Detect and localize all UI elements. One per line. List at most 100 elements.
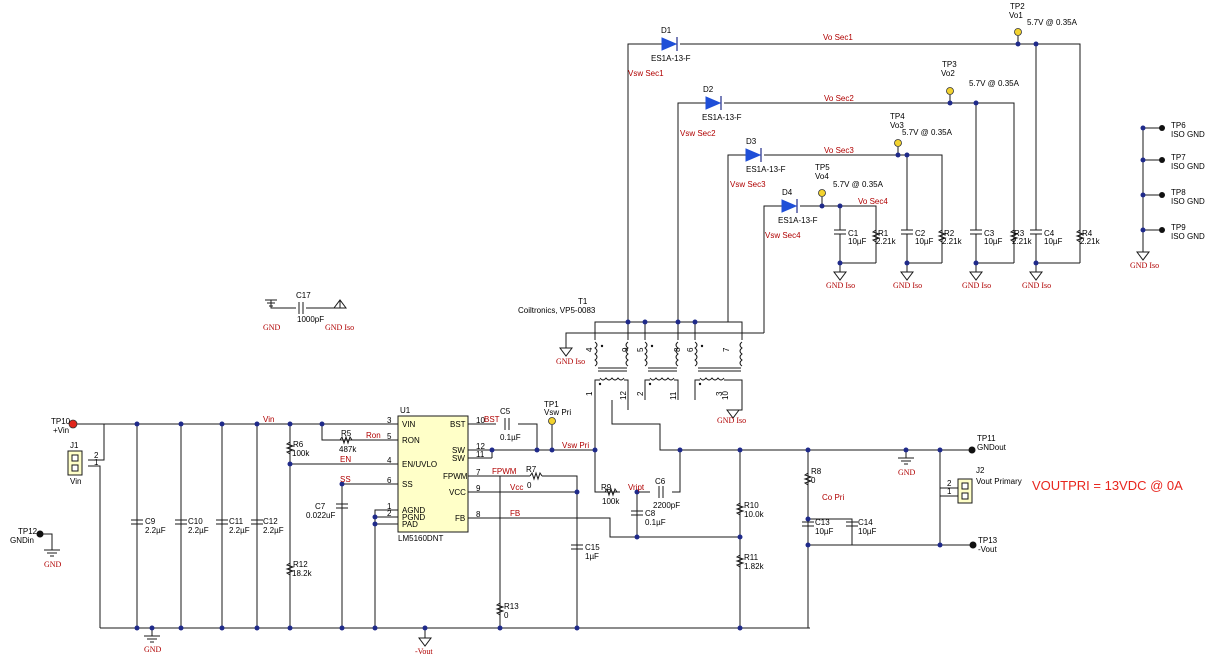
test-point-tp11[interactable]: TP11 GNDout [968, 434, 1007, 454]
resistor-r6[interactable]: R6 100k [285, 440, 310, 458]
capacitor-c13[interactable]: C13 10µF [802, 518, 834, 536]
capacitor-c8[interactable]: C8 0.1µF [631, 509, 666, 527]
part-ref: R2 [944, 229, 955, 238]
part-value: 1.82k [744, 562, 765, 571]
net-label: Co Pri [822, 493, 844, 502]
net-label: Vo Sec1 [823, 33, 853, 42]
resistor-r10[interactable]: R10 10.0k [735, 501, 765, 519]
primary-wiring [40, 127, 1160, 638]
pin-number: 12 [476, 442, 485, 451]
tp-ref: TP11 [977, 434, 996, 443]
tp-ref: TP12 [18, 527, 38, 536]
primary-net-labels: Vin Ron EN SS BST Vsw Pri FPWM Vcc Vript… [263, 415, 844, 518]
ic-u1[interactable]: U1 LM5160DNT VIN 3 RON 5 EN/UVLO 4 SS 6 … [387, 406, 485, 543]
resistor-r2[interactable]: R2 2.21k [937, 229, 963, 246]
test-point-tp3[interactable]: TP3 Vo2 [941, 60, 957, 95]
test-point-tp9[interactable]: TP9 ISO GND [1159, 223, 1205, 241]
resistor-r9[interactable]: R9 100k [601, 483, 620, 506]
part-value: 0.1µF [500, 433, 521, 442]
net-label: Vsw Sec4 [765, 231, 801, 240]
part-ref: R6 [293, 440, 304, 449]
test-point-tp2[interactable]: TP2 Vo1 [1009, 2, 1025, 36]
resistor-r5[interactable]: R5 487k [339, 429, 357, 454]
tp-label: Vo4 [815, 172, 829, 181]
part-value: 2.2µF [263, 526, 284, 535]
pin-number: 7 [722, 347, 731, 352]
pin-name: BST [450, 420, 466, 429]
resistor-r13[interactable]: R13 0 [495, 602, 519, 620]
part-ref: U1 [400, 406, 411, 415]
test-point-tp8[interactable]: TP8 ISO GND [1159, 188, 1205, 206]
capacitor-c7[interactable]: C7 0.022uF [306, 502, 348, 520]
capacitor-c12[interactable]: C12 2.2µF [251, 517, 284, 535]
resistor-r1[interactable]: R1 2.21k [871, 229, 897, 246]
capacitor-c5[interactable]: C5 0.1µF [500, 407, 521, 442]
part-value: 2.2µF [229, 526, 250, 535]
test-point-tp1[interactable]: TP1 Vsw Pri [544, 400, 571, 425]
transformer-t1[interactable]: T1 Coiltronics, VP5-0083 4 9 5 8 6 [518, 297, 743, 400]
capacitor-c14[interactable]: C14 10µF [846, 518, 877, 536]
part-ref: R8 [811, 467, 822, 476]
part-ref: C11 [229, 517, 244, 526]
pin-name: FB [455, 514, 465, 523]
resistor-r7[interactable]: R7 0 [500, 465, 552, 490]
capacitor-c17[interactable]: C17 1000pF [296, 291, 324, 324]
resistor-r11[interactable]: R11 1.82k [735, 553, 765, 571]
pin-name: RON [402, 436, 420, 445]
pin-name: SW [452, 454, 465, 463]
pin-number: 4 [387, 456, 392, 465]
net-label: BST [484, 415, 500, 424]
part-value: 2.2µF [145, 526, 166, 535]
tp-label: Vo3 [890, 121, 904, 130]
capacitor-c9[interactable]: C9 2.2µF [131, 517, 166, 535]
test-point-tp6[interactable]: TP6 ISO GND [1159, 121, 1205, 139]
diode-d3[interactable]: D3 ES1A-13-F [745, 137, 786, 174]
resistor-r12[interactable]: R12 18.2k [285, 560, 313, 578]
capacitor-c2[interactable]: C2 10µF [901, 229, 934, 246]
ground-label: GND Iso [1022, 281, 1051, 290]
capacitor-c6[interactable]: C6 2200pF [653, 477, 680, 510]
capacitor-c4[interactable]: C4 10µF [1030, 229, 1063, 246]
test-point-tp12[interactable]: TP12 GNDin [10, 527, 44, 545]
diode-d4[interactable]: D4 ES1A-13-F [778, 188, 818, 225]
part-value: 0 [811, 476, 816, 485]
net-label: FB [510, 509, 520, 518]
resistor-r3[interactable]: R3 2.21k [1009, 229, 1033, 246]
test-point-tp10[interactable]: TP10 +Vin [51, 417, 78, 435]
diode-ref: D3 [746, 137, 757, 146]
capacitor-c15[interactable]: C15 1µF [571, 543, 600, 561]
test-point-tp7[interactable]: TP7 ISO GND [1159, 153, 1205, 171]
diode-d2[interactable]: D2 ES1A-13-F [702, 85, 742, 122]
pin-number: 12 [619, 391, 628, 400]
resistor-r4[interactable]: R4 2.21k [1075, 229, 1101, 246]
diode-d1[interactable]: D1 ES1A-13-F [651, 26, 691, 63]
net-label: SS [340, 475, 351, 484]
connector-j2[interactable]: J2 Vout Primary 2 1 [940, 466, 1022, 504]
pin-name: PAD [402, 520, 418, 529]
pin-number: 8 [673, 347, 682, 352]
connector-label: Vout Primary [976, 477, 1022, 486]
test-point-tp4[interactable]: TP4 Vo3 [890, 112, 905, 147]
pin-number: 6 [387, 476, 392, 485]
tp-label: ISO GND [1171, 130, 1205, 139]
pin-number: 2 [947, 479, 952, 488]
connector-j1[interactable]: J1 Vin 2 1 [67, 441, 99, 486]
net-label: Vcc [510, 483, 523, 492]
part-value: 2.21k [1012, 237, 1033, 246]
capacitor-c3[interactable]: C3 10µF [970, 229, 1003, 246]
net-label: Vo Sec3 [824, 146, 854, 155]
part-ref: R12 [293, 560, 308, 569]
gnd-symbol-tp12: GND [44, 549, 62, 569]
capacitor-c11[interactable]: C11 2.2µF [216, 517, 250, 535]
rating-text: 5.7V @ 0.35A [902, 128, 953, 137]
capacitor-c1[interactable]: C1 10µF [834, 229, 867, 246]
resistor-r8[interactable]: R8 0 [803, 467, 822, 486]
test-point-tp5[interactable]: TP5 Vo4 [815, 163, 830, 197]
pin-number: 9 [621, 347, 630, 352]
capacitor-c10[interactable]: C10 2.2µF [175, 517, 209, 535]
pin-number: 3 [387, 416, 392, 425]
part-value: 2200pF [653, 501, 680, 510]
part-value: 100k [292, 449, 310, 458]
output-ratings: 5.7V @ 0.35A 5.7V @ 0.35A 5.7V @ 0.35A 5… [833, 18, 1078, 189]
test-point-tp13[interactable]: TP13 -Vout [969, 536, 998, 554]
